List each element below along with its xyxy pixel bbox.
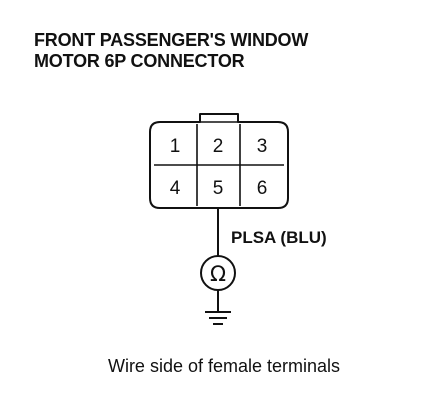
- title-line-1: FRONT PASSENGER'S WINDOW: [34, 30, 309, 50]
- wire-label: PLSA (BLU): [231, 228, 327, 247]
- diagram-title: FRONT PASSENGER'S WINDOW MOTOR 6P CONNEC…: [34, 30, 308, 72]
- diagram-caption: Wire side of female terminals: [107, 356, 341, 376]
- connector-outline: [149, 113, 289, 209]
- pin-5-label: 5: [213, 178, 224, 199]
- pin-6-label: 6: [257, 178, 268, 199]
- ohmmeter-icon: Ω: [200, 255, 236, 291]
- pin-1-label: 1: [170, 136, 181, 157]
- ground-icon: [205, 311, 231, 325]
- pin-3-label: 3: [257, 136, 268, 157]
- pin-4-label: 4: [170, 178, 181, 199]
- connector-6p: [149, 113, 289, 209]
- pin-2-label: 2: [213, 136, 224, 157]
- ohm-symbol: Ω: [210, 262, 226, 286]
- title-line-2: MOTOR 6P CONNECTOR: [34, 51, 245, 71]
